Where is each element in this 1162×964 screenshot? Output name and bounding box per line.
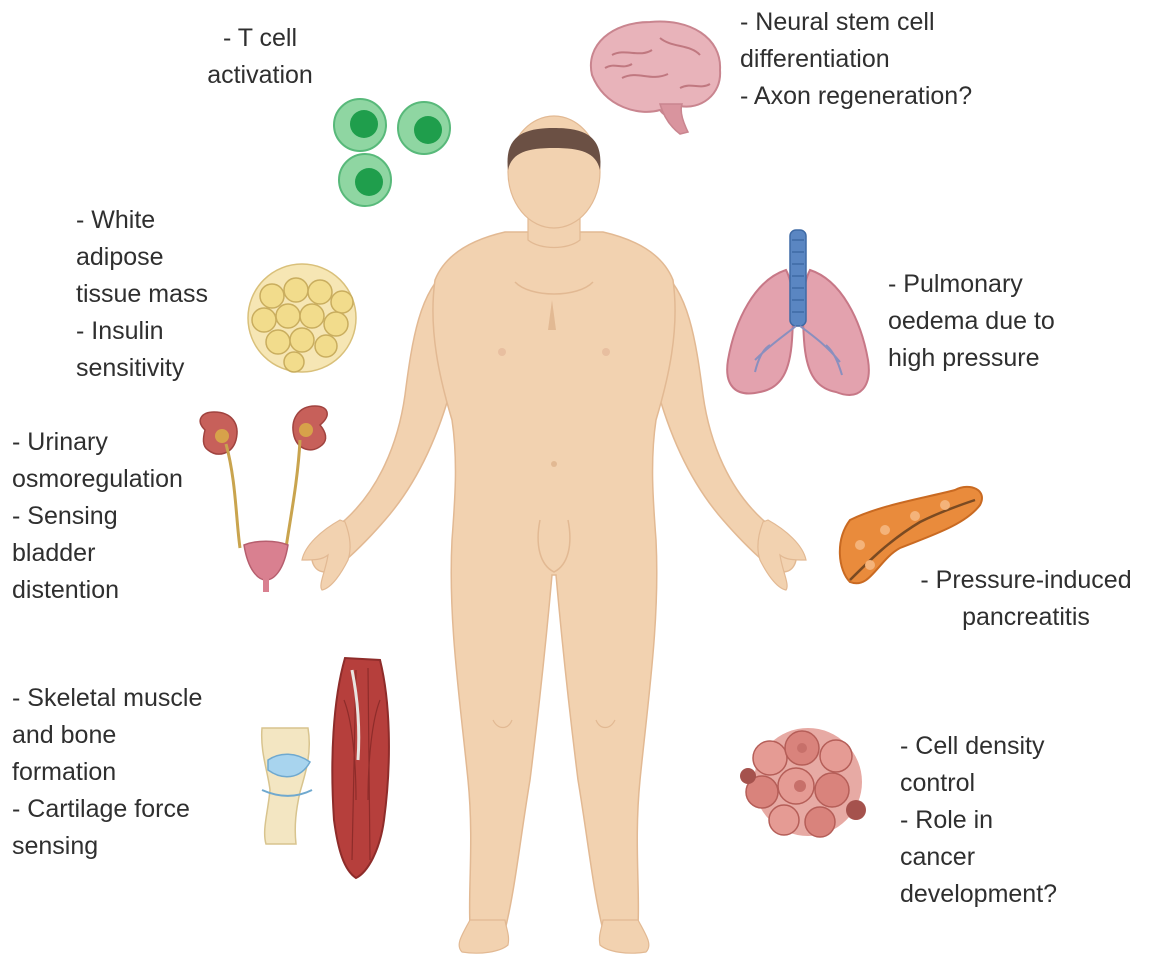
skeletal-muscle-icon [332,658,389,878]
label-pulmonary: - Pulmonary oedema due to high pressure [888,266,1055,377]
brain-icon [591,21,720,134]
label-neural: - Neural stem cell differentiation - Axo… [740,4,972,115]
urinary-system-icon [200,406,327,592]
label-urinary: - Urinary osmoregulation - Sensing bladd… [12,424,183,609]
label-pancreas: - Pressure-induced pancreatitis [908,562,1144,636]
tumor-cluster-icon [740,728,866,837]
label-t-cell: - T cell activation [192,20,328,94]
label-cancer: - Cell density control - Role in cancer … [900,728,1057,913]
knee-joint-icon [262,728,312,844]
label-muscle: - Skeletal muscle and bone formation - C… [12,680,202,865]
label-adipose: - White adipose tissue mass - Insulin se… [76,202,208,387]
lungs-icon [727,230,869,395]
adipose-tissue-icon [248,264,356,372]
t-cell-icon [334,99,450,206]
